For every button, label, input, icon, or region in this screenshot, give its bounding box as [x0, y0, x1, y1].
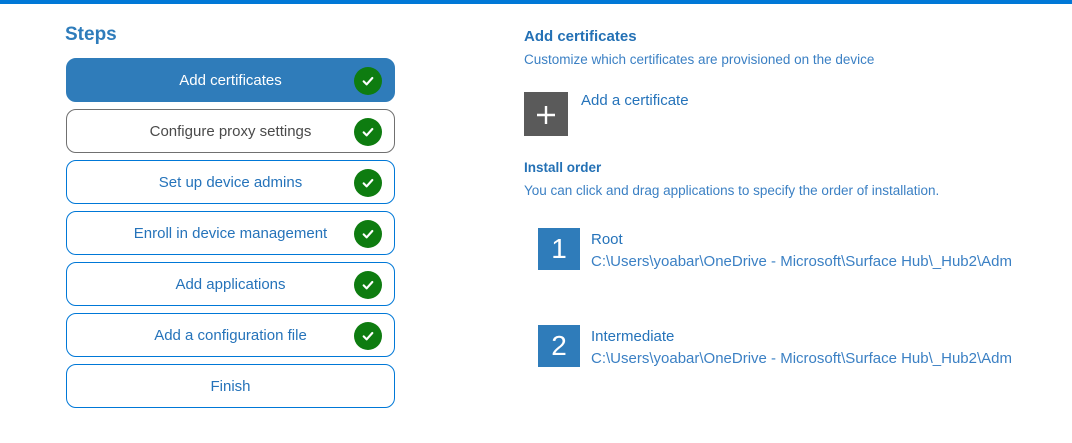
- order-number-badge: 1: [538, 228, 580, 270]
- step-add-certificates[interactable]: Add certificates: [66, 58, 395, 102]
- check-circle-icon: [354, 67, 382, 95]
- install-order-item-root[interactable]: 1 Root C:\Users\yoabar\OneDrive - Micros…: [538, 228, 1012, 273]
- certificate-name: Intermediate: [591, 328, 675, 345]
- steps-title: Steps: [65, 24, 117, 45]
- step-label: Add certificates: [179, 71, 282, 89]
- page-title: Add certificates: [524, 28, 637, 45]
- check-circle-icon: [354, 220, 382, 248]
- step-enroll-in-device-management[interactable]: Enroll in device management: [66, 211, 395, 255]
- step-add-applications[interactable]: Add applications: [66, 262, 395, 306]
- step-label: Finish: [210, 377, 251, 395]
- certificate-name: Root: [591, 231, 623, 248]
- check-circle-icon: [354, 169, 382, 197]
- step-finish[interactable]: Finish: [66, 364, 395, 408]
- check-circle-icon: [354, 118, 382, 146]
- step-label: Configure proxy settings: [149, 122, 312, 140]
- install-item-text: Intermediate C:\Users\yoabar\OneDrive - …: [591, 325, 1012, 370]
- certificate-path: C:\Users\yoabar\OneDrive - Microsoft\Sur…: [591, 350, 1012, 367]
- steps-list: Add certificates Configure proxy setting…: [66, 58, 395, 408]
- install-item-text: Root C:\Users\yoabar\OneDrive - Microsof…: [591, 228, 1012, 273]
- order-number-badge: 2: [538, 325, 580, 367]
- step-label: Add applications: [175, 275, 286, 293]
- add-certificate-button[interactable]: [524, 92, 568, 136]
- check-circle-icon: [354, 271, 382, 299]
- step-configure-proxy-settings[interactable]: Configure proxy settings: [66, 109, 395, 153]
- check-circle-icon: [354, 322, 382, 350]
- install-order-item-intermediate[interactable]: 2 Intermediate C:\Users\yoabar\OneDrive …: [538, 325, 1012, 370]
- step-label: Add a configuration file: [154, 326, 307, 344]
- plus-icon: [534, 103, 558, 130]
- install-order-instructions: You can click and drag applications to s…: [524, 183, 940, 198]
- step-set-up-device-admins[interactable]: Set up device admins: [66, 160, 395, 204]
- certificate-path: C:\Users\yoabar\OneDrive - Microsoft\Sur…: [591, 253, 1012, 270]
- top-accent-bar: [0, 0, 1072, 4]
- step-add-a-configuration-file[interactable]: Add a configuration file: [66, 313, 395, 357]
- install-order-heading: Install order: [524, 160, 602, 175]
- step-label: Enroll in device management: [133, 224, 328, 242]
- add-certificate-label[interactable]: Add a certificate: [581, 92, 689, 109]
- page-subtitle: Customize which certificates are provisi…: [524, 52, 875, 67]
- step-label: Set up device admins: [158, 173, 303, 191]
